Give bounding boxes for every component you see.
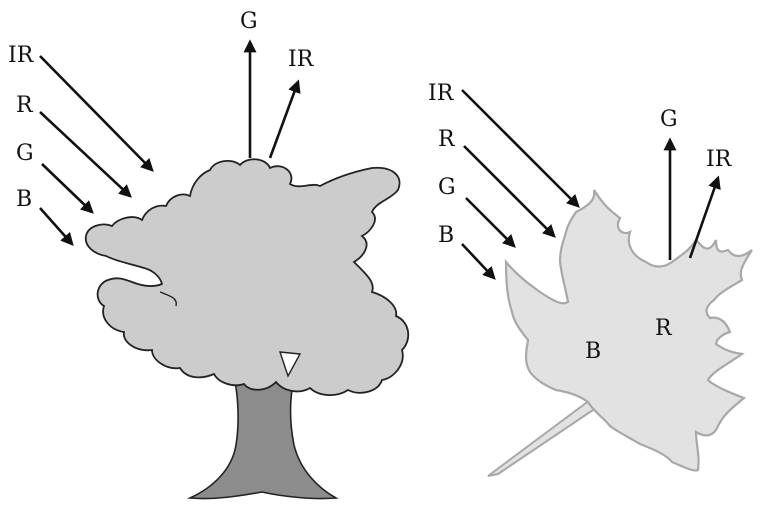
tree-label-r: R	[16, 93, 34, 118]
tree-label-ir-up: IR	[288, 47, 315, 72]
tree-label-g: G	[16, 141, 34, 166]
tree-arrow-ir-up	[268, 79, 301, 159]
tree-arrow-ir	[39, 55, 154, 172]
tree-label-ir: IR	[8, 43, 35, 68]
leaf-label-b: B	[438, 223, 454, 248]
leaf-label-ir-up: IR	[706, 147, 733, 172]
leaf-arrow-ir-up	[688, 175, 721, 259]
leaf-arrow-b	[461, 243, 496, 280]
leaf-label-r-absorbed: R	[655, 316, 673, 341]
tree-arrow-r	[39, 111, 132, 198]
leaf-incoming-arrows	[461, 89, 580, 280]
tree-incoming-labels: IR R G B	[8, 43, 35, 212]
leaf-label-ir: IR	[428, 81, 455, 106]
tree-arrow-b	[39, 207, 74, 246]
leaf-illustration	[487, 189, 753, 477]
leaf-arrow-g	[465, 197, 516, 248]
leaf-reflected-arrows: G IR	[660, 107, 733, 260]
leaf-blade	[504, 189, 753, 472]
leaf-label-b-absorbed: B	[585, 339, 601, 364]
leaf-label-g-up: G	[660, 107, 678, 132]
tree-reflected-arrows: G IR	[240, 9, 315, 159]
leaf-absorbed-labels: B R	[585, 316, 673, 364]
tree-canopy	[84, 158, 410, 396]
tree-label-b: B	[16, 187, 32, 212]
leaf-arrow-ir	[461, 89, 580, 208]
leaf-label-r: R	[438, 127, 456, 152]
leaf-arrow-r	[463, 145, 556, 238]
leaf-stem	[487, 398, 598, 477]
tree-label-g-up: G	[240, 9, 258, 34]
tree-arrow-g	[41, 163, 94, 214]
leaf-incoming-labels: IR R G B	[428, 81, 456, 248]
leaf-label-g: G	[438, 175, 456, 200]
tree-illustration	[84, 158, 410, 500]
tree-incoming-arrows	[39, 55, 154, 246]
